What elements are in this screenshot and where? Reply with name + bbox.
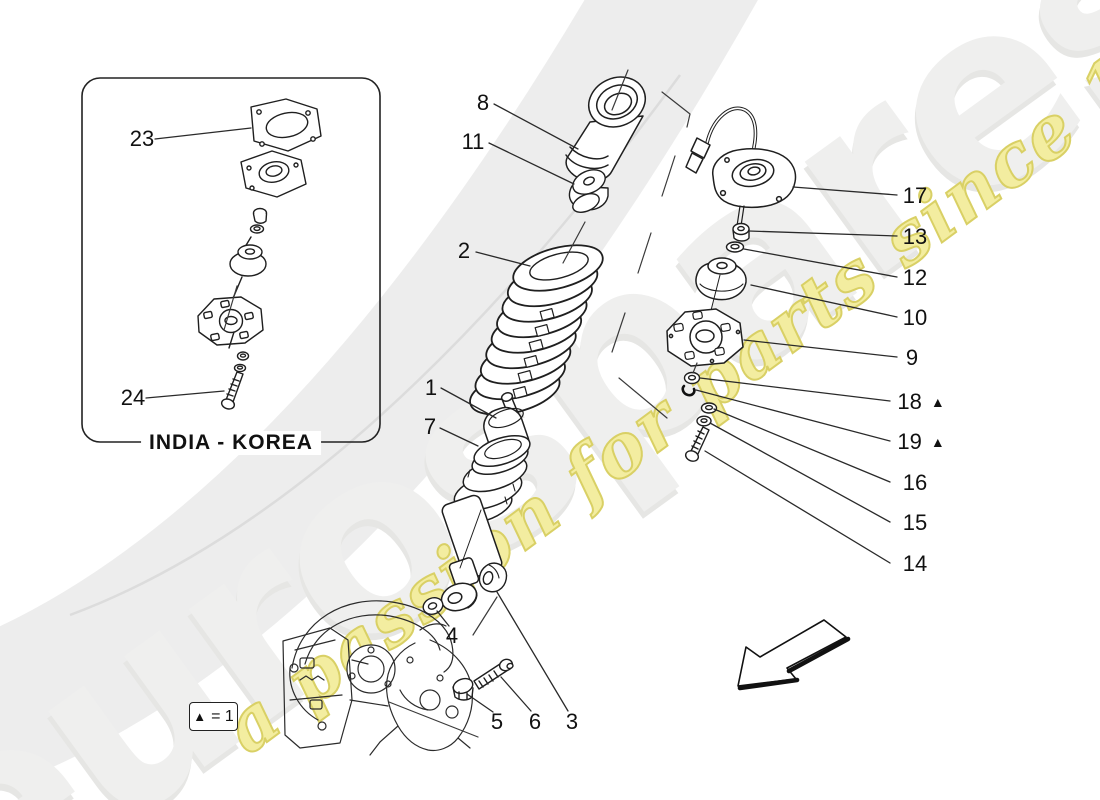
callout-3[interactable]: 3 (565, 709, 579, 734)
callout-13[interactable]: 13 (902, 224, 928, 249)
callout-18[interactable]: 18 ▲ (897, 389, 944, 415)
callout-6[interactable]: 6 (528, 709, 542, 734)
dust-boot-8 (565, 76, 646, 182)
hex-plate-9 (666, 308, 744, 367)
callout-1[interactable]: 1 (424, 375, 438, 400)
callout-12[interactable]: 12 (902, 265, 928, 290)
callout-19[interactable]: 19 ▲ (897, 429, 944, 455)
callout-7[interactable]: 7 (423, 414, 437, 439)
bolt-6 (473, 658, 514, 690)
callout-17[interactable]: 17 (902, 183, 928, 208)
callout-15[interactable]: 15 (902, 510, 928, 535)
washer-12 (725, 241, 745, 253)
coil-spring-2 (469, 244, 604, 416)
direction-arrow (737, 619, 851, 691)
callout-23[interactable]: 23 (129, 126, 155, 151)
bump-stop-11 (568, 169, 609, 213)
callout-19-number: 19 (897, 429, 922, 454)
triangle-marker-19: ▲ (930, 434, 945, 450)
bushing-3 (478, 562, 508, 593)
washer-4 (422, 597, 444, 615)
legend-box: ▲ = 1 (189, 702, 238, 731)
rubber-mount-10 (695, 257, 747, 331)
callout-9[interactable]: 9 (905, 345, 919, 370)
inset-region-label: INDIA - KOREA (141, 431, 321, 455)
callout-2[interactable]: 2 (457, 238, 471, 263)
callout-24[interactable]: 24 (120, 385, 146, 410)
callout-5[interactable]: 5 (490, 709, 504, 734)
callout-14[interactable]: 14 (902, 551, 928, 576)
axis-reference-lines (223, 69, 698, 738)
washer-15 (696, 415, 712, 427)
callout-10[interactable]: 10 (902, 305, 928, 330)
callout-8[interactable]: 8 (476, 90, 490, 115)
bolt-14 (684, 426, 710, 462)
inset-leader-lines (145, 127, 252, 399)
snap-ring-19 (681, 384, 696, 397)
callout-11[interactable]: 11 (461, 129, 485, 154)
callout-18-number: 18 (897, 389, 922, 414)
callout-leader-lines (436, 103, 898, 713)
sensor-mount-17 (685, 106, 797, 227)
legend-text: = 1 (211, 707, 234, 725)
callout-16[interactable]: 16 (902, 470, 928, 495)
washer-18 (683, 371, 701, 385)
legend-triangle-symbol: ▲ (193, 709, 207, 724)
wheel-knuckle-sketch (282, 600, 473, 756)
inset-strut-mount-parts (197, 98, 322, 410)
nut-5 (452, 677, 474, 701)
triangle-marker-18: ▲ (930, 394, 945, 410)
washer-16 (700, 402, 718, 414)
callout-4[interactable]: 4 (445, 623, 459, 648)
nut-13 (732, 222, 750, 242)
